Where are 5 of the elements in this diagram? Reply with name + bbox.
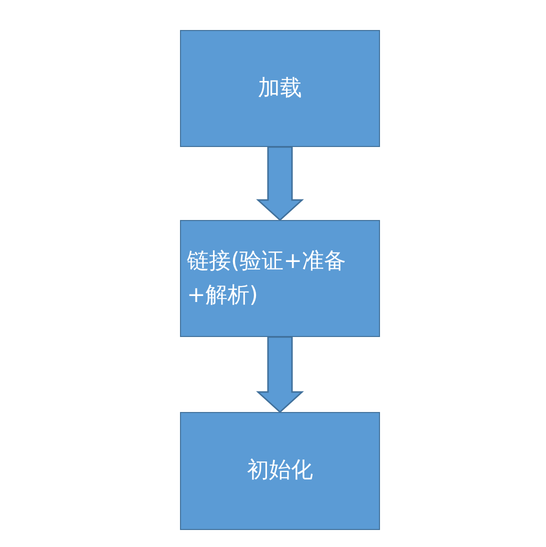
process-box: 初始化 <box>180 412 380 530</box>
block-arrow <box>256 146 304 222</box>
block-arrow <box>256 336 304 414</box>
process-box: 加载 <box>180 30 380 147</box>
process-box: 链接(验证+准备+解析) <box>180 220 380 337</box>
